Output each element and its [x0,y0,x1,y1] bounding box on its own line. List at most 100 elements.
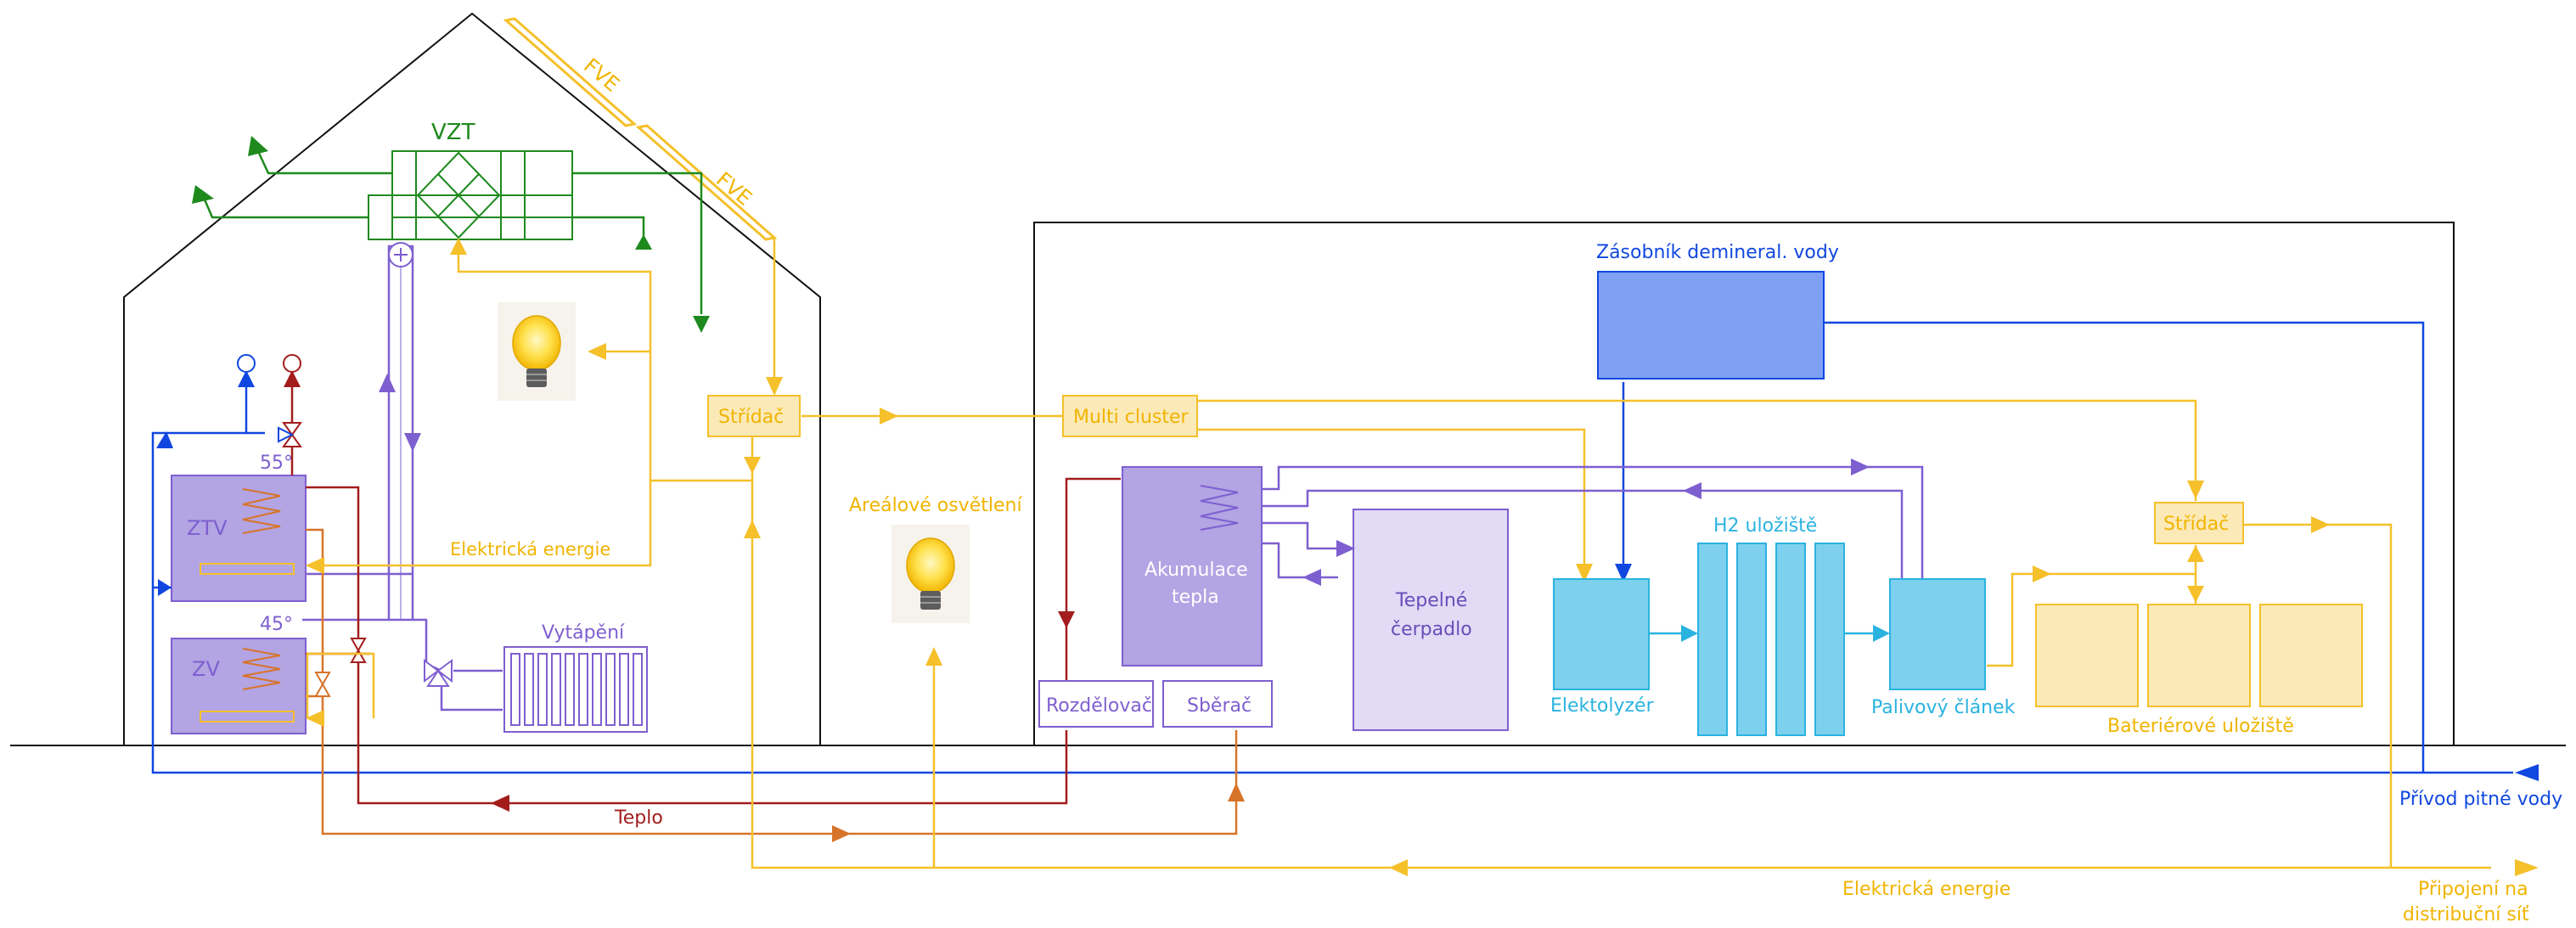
elektricka-energie-house-label: Elektrická energie [450,539,610,560]
heat-red-arrow-left [491,795,509,812]
vzt-unit [368,150,573,240]
arrow-to-ztv-heater [306,557,324,574]
h2-arrow-out [1873,625,1890,642]
ztv-label: ZTV [187,516,228,540]
h2-ulozisete-label: H2 uložiště [1713,515,1817,537]
multi-cluster-label: Multi cluster [1073,407,1190,428]
coil-ztv [242,488,281,534]
palivovy-clanek-box [1889,578,1986,690]
potable-water-line [151,321,2513,774]
arrow-fuelcell-to-battery [2033,565,2051,582]
privod-pitne-vody-label: Přívod pitné vody [2399,789,2562,810]
tank-zv [171,638,307,734]
tank-ztv [171,475,307,602]
heater-ztv [200,563,295,575]
pripojeni-label-2: distribuční síť [2403,904,2529,925]
water-arrow-electrolyzer [1615,564,1632,582]
sberac-box [1162,680,1273,728]
valve-hot-water-icon [278,422,302,447]
arrow-stridac-right-out [2311,516,2330,533]
arrow-area-light [925,647,942,666]
arrow-to-zv-heater [306,710,324,727]
zasobnik-box [1597,271,1825,380]
heater-zv [200,711,295,723]
water-arrow-up-cold [238,370,255,387]
vytapeni-label: Vytápění [542,622,625,644]
hot-water-arrow-up [284,370,301,387]
heat-pump-arrow-left [1683,482,1701,499]
rozdelovac-label: Rozdělovač [1046,695,1152,717]
akumulace-label-1: Akumulace [1145,560,1248,581]
vzt-label: VZT [431,120,475,145]
water-arrow-house [156,431,173,448]
elektricka-energie-bottom-label: Elektrická energie [1842,879,2011,900]
light-bulb-house-icon [498,302,576,401]
tepelne-cerpadlo-box [1353,509,1509,731]
arrow-to-cluster [880,408,898,425]
heat-red-arrow-down [1058,611,1075,628]
fve-panel-lower [635,124,778,241]
arealove-osvetleni-label: Areálové osvětlení [849,495,1022,516]
h2-arrow-in [1681,625,1698,642]
tepelne-label-2: čerpadlo [1391,619,1472,640]
electric-lines [306,238,2491,869]
ventilation-ducts [200,150,703,314]
akumulace-label-2: tepla [1172,587,1219,608]
cold-water-outlet-icon [237,354,256,373]
battery-storage-units [2035,604,2363,707]
temp-55-label: 55° [260,453,293,474]
house-outline [123,12,821,745]
h2-storage-cylinders [1697,543,1845,736]
arrow-inverter-in [766,377,783,396]
zasobnik-label: Zásobník demineral. vody [1596,242,1839,263]
light-bulb-area-icon [891,525,970,623]
heat-pump-pipes [1262,465,1924,586]
heat-orange-arrow-up [1228,783,1245,801]
arrow-inverter-up [744,520,761,538]
stridac-right-box [2154,502,2244,544]
heat-pump-arrow-out [1302,569,1321,586]
heat-orange-arrow-right [832,825,851,842]
hot-water-outlet-icon [283,354,301,373]
arrow-battery-up [2187,545,2204,562]
heat-pump-arrow-in [1336,540,1355,557]
stridac-house-label: Střídač [718,407,784,428]
arrow-battery-down [2187,586,2204,603]
fve-panel-upper [503,17,638,127]
heating-arrow-down [404,433,421,452]
zv-label: ZV [192,657,220,681]
heating-circuit [302,245,503,711]
valve-orange-icon [314,672,331,697]
palivovy-clanek-label: Palivový článek [1871,697,2016,718]
elektolyzer-box [1553,578,1650,690]
ventilation-arrows [192,136,710,333]
fve-label-lower: FVE [711,167,756,211]
arrow-to-electrolyzer [1576,564,1593,582]
teplo-label: Teplo [614,807,663,829]
radiator-vytapeni [503,646,648,733]
coil-zv [242,648,281,690]
tepelne-label-1: Tepelné [1395,590,1467,611]
multi-cluster-box [1062,395,1198,437]
water-inlet-arrow [2515,764,2539,781]
water-arrow-ztv [158,579,172,596]
arrow-grid-in [2515,859,2539,876]
arrow-grid-left [1389,859,1408,876]
stridac-right-label: Střídač [2163,514,2229,535]
heating-arrow-up [379,374,396,392]
sberac-label: Sběrač [1187,695,1251,717]
elektolyzer-label: Elektolyzér [1550,695,1655,717]
pripojeni-label-1: Připojení na [2418,879,2528,900]
arrow-to-bulb [588,343,606,360]
heat-supply-line [306,477,1121,805]
arrow-to-stridac-right [2187,481,2204,499]
rozdelovac-box [1038,680,1154,728]
arrow-to-vzt [450,238,467,255]
akumulace-tepla-box [1122,466,1263,666]
baterierove-label: Bateriérové uložiště [2107,716,2294,737]
valve-red-icon [350,638,367,663]
arrow-inverter-down [744,457,761,474]
heat-pump-arrow-right [1851,458,1870,475]
three-way-valve-icon [424,659,453,687]
